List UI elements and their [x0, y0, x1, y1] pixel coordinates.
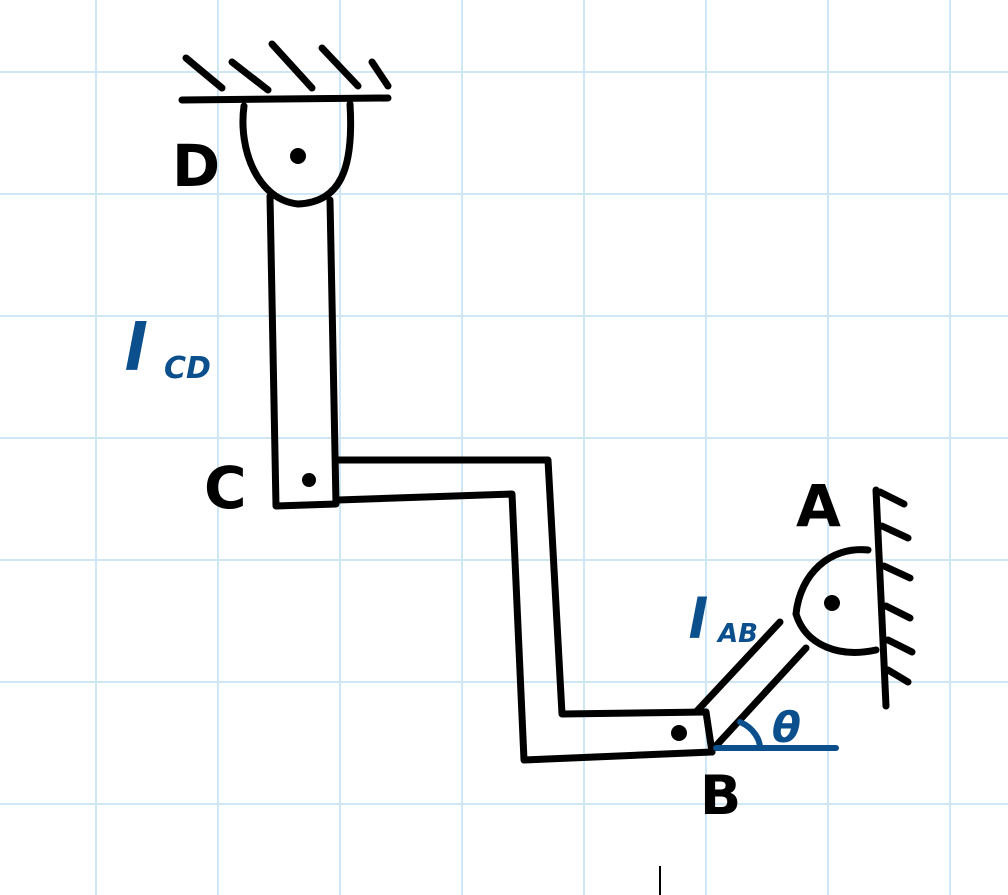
- ground-support-d: [178, 40, 392, 104]
- label-theta: θ: [772, 703, 801, 752]
- label-d: D: [172, 132, 220, 200]
- label-l-ab-subscript: AB: [716, 619, 758, 649]
- pivot-a: [792, 546, 880, 656]
- label-a: A: [796, 472, 841, 540]
- ground-support-a: [872, 486, 916, 710]
- pivot-d: [239, 100, 355, 208]
- label-l-ab: l: [688, 588, 708, 651]
- label-l-cd: l: [124, 312, 147, 386]
- label-c: C: [204, 454, 247, 522]
- link-ab: [692, 618, 810, 752]
- label-b: B: [700, 764, 741, 827]
- label-l-cd-subscript: CD: [164, 351, 211, 386]
- link-cb: [332, 456, 716, 764]
- angle-theta-marker: [713, 719, 839, 751]
- link-cd: [266, 192, 340, 510]
